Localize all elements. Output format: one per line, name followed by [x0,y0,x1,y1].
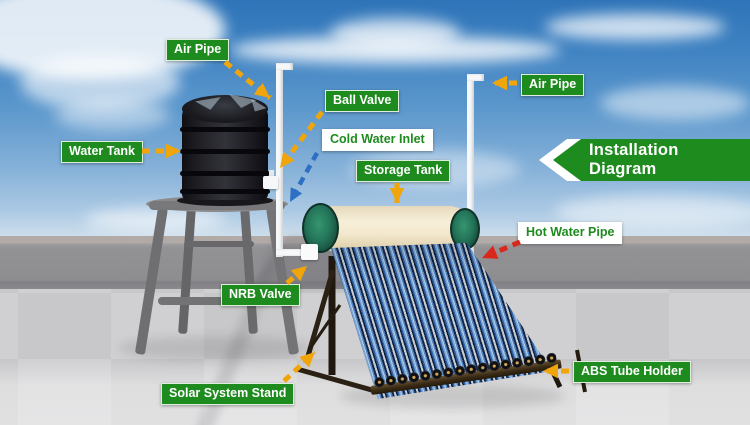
label-nrb-valve: NRB Valve [221,284,300,306]
water-tank-rib [180,127,270,132]
cloud [330,18,460,48]
banner-arrow-shape [545,139,750,181]
right-air-pipe-elbow [467,74,484,81]
label-air-pipe-right: Air Pipe [521,74,585,96]
cloud [55,100,170,130]
ball-valve-graphic [263,176,278,189]
banner-title: Installation Diagram [589,141,679,178]
left-air-pipe-graphic [276,63,283,257]
label-solar-system-stand: Solar System Stand [161,383,295,405]
label-ball-valve: Ball Valve [325,90,400,112]
cloud [20,55,180,110]
cloud [600,86,750,120]
title-banner: Installation Diagram [535,139,750,181]
storage-tank-cap-right [450,208,480,250]
stool-rung [184,241,254,247]
label-hot-water-pipe: Hot Water Pipe [518,222,623,244]
label-water-tank: Water Tank [61,141,143,163]
water-tank-base [177,195,273,206]
water-tank-rib [180,171,270,176]
water-tank-rib [180,149,270,154]
right-air-pipe-graphic [467,74,474,264]
cloud [545,14,725,40]
stool-rung [158,297,280,305]
cold-inlet-pipe-graphic [276,249,310,256]
label-storage-tank: Storage Tank [356,160,451,182]
label-cold-water-inlet: Cold Water Inlet [322,129,433,151]
nrb-valve-graphic [301,244,318,260]
label-abs-tube-holder: ABS Tube Holder [573,361,691,383]
ball-valve-stem [269,170,274,178]
water-tank-rib [180,189,270,194]
shadow [118,336,313,360]
left-air-pipe-elbow [276,63,293,70]
label-air-pipe-left: Air Pipe [166,39,230,61]
